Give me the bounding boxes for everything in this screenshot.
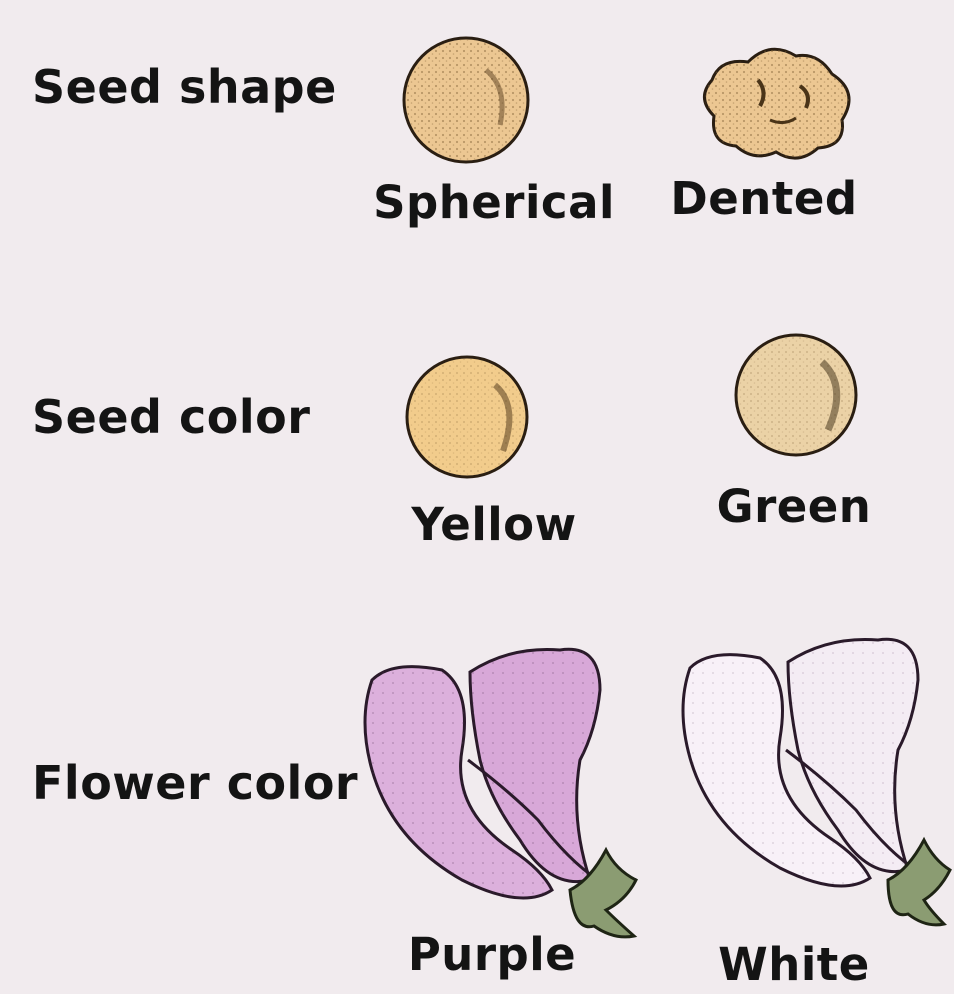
yellow-seed-icon (407, 357, 527, 477)
purple-flower-icon (365, 649, 636, 937)
trait-label-seed-shape: Seed shape (32, 60, 337, 114)
variant-label-purple: Purple (362, 928, 622, 981)
variant-label-green: Green (664, 480, 924, 533)
white-flower-icon (683, 639, 950, 925)
green-seed-icon (736, 335, 856, 455)
trait-label-seed-color: Seed color (32, 390, 310, 444)
variant-label-white: White (664, 938, 924, 991)
variant-label-dented: Dented (634, 172, 894, 225)
dented-seed-icon (704, 49, 849, 158)
variant-label-yellow: Yellow (364, 498, 624, 551)
spherical-seed-icon (404, 38, 528, 162)
trait-label-flower-color: Flower color (32, 756, 358, 810)
variant-label-spherical: Spherical (364, 176, 624, 229)
